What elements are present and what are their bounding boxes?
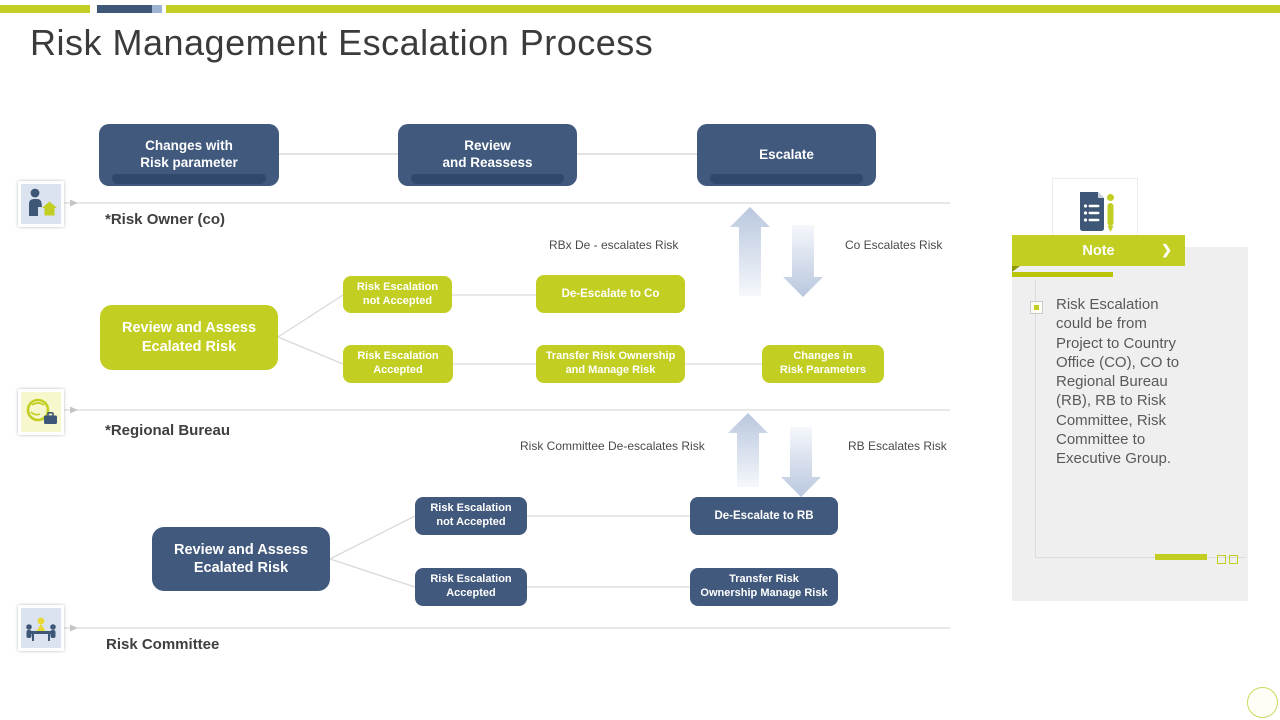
- bureau-transfer-risk-box: Transfer Risk Ownership Manage Risk: [690, 568, 838, 606]
- top-bar-segment-green-left: [0, 5, 90, 13]
- meeting-icon: [26, 617, 56, 641]
- risk-committee-icon: [18, 605, 64, 651]
- person-house-icon: [29, 188, 57, 216]
- label-co-escalates: Co Escalates Risk: [845, 238, 943, 252]
- page-title: Risk Management Escalation Process: [30, 22, 654, 63]
- lane-line-arrowhead: [70, 406, 78, 414]
- note-bullet-icon: [1030, 301, 1043, 314]
- down-arrow-icon: [783, 225, 823, 297]
- down-arrow-icon: [781, 427, 821, 497]
- label-committee-de-escalates: Risk Committee De-escalates Risk: [520, 439, 705, 453]
- up-arrow-icon: [730, 207, 770, 296]
- connector: [329, 558, 416, 588]
- connector: [277, 336, 344, 365]
- connector: [329, 515, 416, 560]
- lane-line-arrowhead: [70, 199, 78, 207]
- bureau-escalation-not-accepted-box: Risk Escalation not Accepted: [415, 497, 527, 535]
- owner-transfer-risk-box: Transfer Risk Ownership and Manage Risk: [536, 345, 685, 383]
- flow-box-changes-with-risk-parameter: Changes with Risk parameter: [99, 124, 279, 186]
- lane-line-arrowhead: [70, 624, 78, 632]
- note-accent-bar: [1155, 554, 1207, 560]
- de-escalate-to-co-box: De-Escalate to Co: [536, 275, 685, 313]
- lane-label-regional-bureau: *Regional Bureau: [105, 422, 231, 439]
- note-panel: [1012, 247, 1248, 601]
- top-bar-segment-blue: [97, 5, 152, 13]
- up-arrow-icon: [728, 413, 768, 487]
- connector: [277, 294, 344, 338]
- note-header-fold: [1012, 266, 1020, 272]
- top-bar-segment-blue-light: [152, 5, 162, 13]
- top-bar-segment-green-right: [166, 5, 1280, 13]
- label-rb-escalates: RB Escalates Risk: [848, 439, 947, 453]
- note-header-underline: [1012, 272, 1113, 277]
- note-body-text: Risk Escalation could be from Project to…: [1056, 296, 1180, 468]
- globe-briefcase-icon: [26, 398, 57, 424]
- note-header-label: Note: [1082, 242, 1115, 259]
- bureau-escalation-accepted-box: Risk Escalation Accepted: [415, 568, 527, 606]
- corner-circle-decor: [1247, 687, 1278, 718]
- note-panel-inner-border: [1035, 280, 1246, 558]
- flow-box-review-and-reassess: Review and Reassess: [398, 124, 577, 186]
- bureau-review-assess-box: Review and Assess Ecalated Risk: [152, 527, 330, 591]
- owner-escalation-not-accepted-box: Risk Escalation not Accepted: [343, 276, 452, 313]
- lane-label-risk-owner: *Risk Owner (co): [105, 211, 226, 228]
- owner-review-assess-box: Review and Assess Ecalated Risk: [100, 305, 278, 370]
- flow-box-escalate: Escalate: [697, 124, 876, 186]
- chevron-right-icon: ❯: [1161, 242, 1172, 257]
- note-decor-square: [1229, 555, 1238, 564]
- document-pencil-icon: [1080, 192, 1114, 232]
- risk-owner-icon: [18, 181, 64, 227]
- regional-bureau-icon: [18, 389, 64, 435]
- lane-label-risk-committee: Risk Committee: [106, 636, 220, 653]
- label-rbx-de-escalates: RBx De - escalates Risk: [549, 238, 679, 252]
- note-header: Note ❯: [1012, 235, 1185, 266]
- de-escalate-to-rb-box: De-Escalate to RB: [690, 497, 838, 535]
- owner-escalation-accepted-box: Risk Escalation Accepted: [343, 345, 453, 383]
- changes-in-risk-parameters-box: Changes in Risk Parameters: [762, 345, 884, 383]
- note-icon-card: [1052, 178, 1138, 246]
- note-decor-square: [1217, 555, 1226, 564]
